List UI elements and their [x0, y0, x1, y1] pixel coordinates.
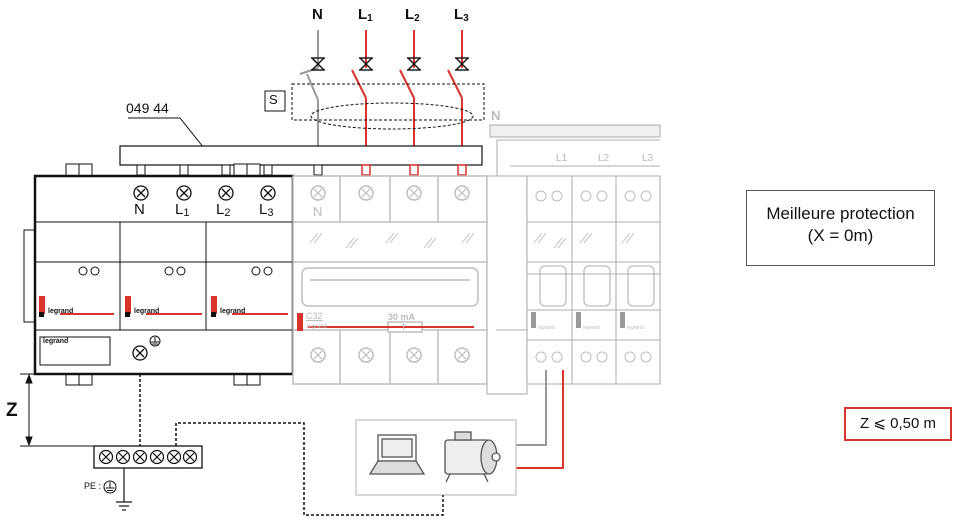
info-line-1: Meilleure protection [766, 204, 915, 223]
din-clips [65, 163, 261, 386]
downstream-breakers [486, 124, 661, 395]
mcb-indicators [531, 312, 625, 328]
phase-label-n: N [312, 6, 323, 23]
brand-label: legrand [43, 338, 69, 345]
rcd-neutral-label: N [313, 204, 323, 219]
switch-symbol-box [264, 90, 286, 112]
phase-label-l1: L1 [358, 6, 373, 24]
switch-label: S [269, 92, 278, 107]
brand-label: legrand [627, 325, 644, 331]
rcd-indicator [297, 313, 303, 331]
earth-wires [139, 374, 444, 516]
z-dimension [20, 373, 94, 447]
rcd-type: T [401, 323, 406, 332]
pe-label: PE : [84, 481, 102, 491]
earth-symbol-icon [103, 480, 117, 494]
spd-terminal-n: N [134, 201, 145, 218]
info-box: Meilleure protection (X = 0m) [746, 190, 935, 266]
phase-label-l2: L2 [405, 6, 420, 24]
switch-link-ellipse [310, 102, 474, 130]
brand-label: legrand [583, 325, 600, 331]
surge-protector [23, 174, 295, 376]
brand-label: legrand [538, 325, 555, 331]
downstream-l2-label: L2 [598, 153, 610, 164]
downstream-l1-label: L1 [556, 153, 568, 164]
info-line-2: (X = 0m) [807, 226, 874, 245]
spd-terminal-l3: L3 [259, 201, 274, 219]
brand-label: legrand [307, 324, 328, 330]
phase-label-l3: L3 [454, 6, 469, 24]
fuse-marks [311, 57, 469, 71]
device-reference: 049 44 [126, 100, 169, 116]
load-equipment [355, 419, 517, 496]
spd-terminal-l2: L2 [216, 201, 231, 219]
rcd-red-line [308, 326, 474, 328]
load-wires [505, 370, 564, 469]
rcd-sensitivity: 30 mA [388, 312, 416, 322]
brand-label: legrand [220, 308, 246, 315]
switch-enclosure [291, 83, 485, 121]
spd-terminal-l1: L1 [175, 201, 190, 219]
z-label: Z [6, 400, 18, 421]
z-rule-box: Z ⩽ 0,50 m [844, 407, 952, 441]
laptop-icon [368, 434, 426, 475]
rcd-device [292, 175, 488, 385]
brand-label: legrand [134, 308, 160, 315]
brand-label: legrand [48, 308, 74, 315]
comb-busbar [119, 145, 483, 176]
earth-terminal-bar [93, 445, 203, 511]
motor-icon [444, 431, 501, 483]
downstream-neutral-label: N [491, 108, 501, 123]
rcd-rating: C32 [306, 311, 323, 321]
downstream-l3-label: L3 [642, 153, 654, 164]
